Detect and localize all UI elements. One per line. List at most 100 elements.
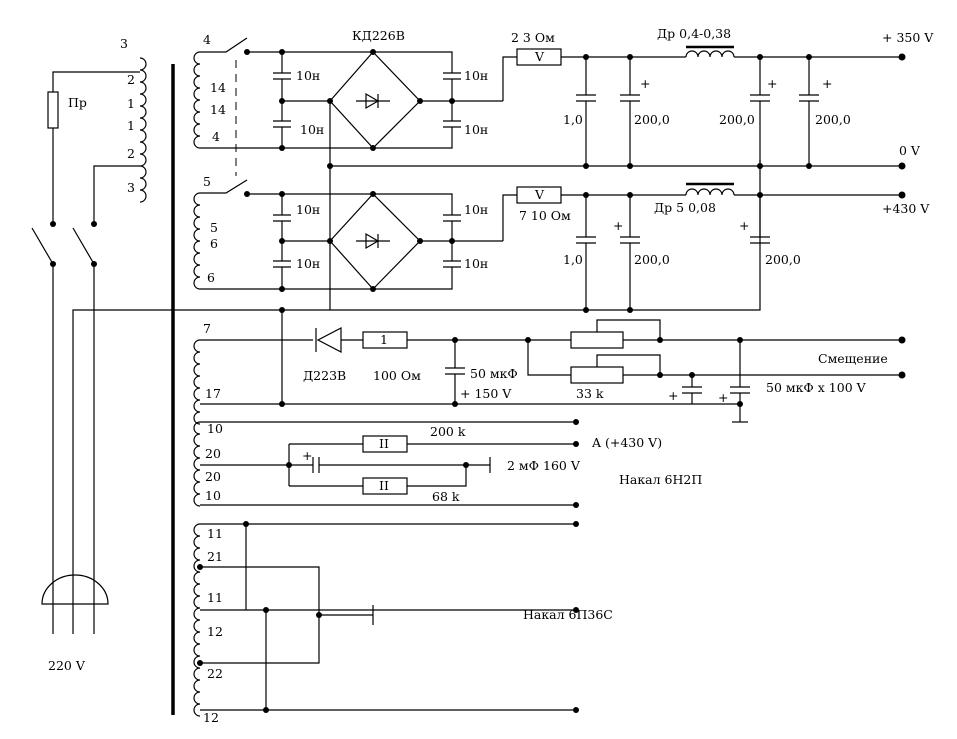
winding-label: 5 [203, 174, 211, 189]
resistor-label: 200 k [430, 424, 466, 439]
heater-label: Накал 6Н2П [619, 472, 702, 487]
cap-value: 1,0 [563, 112, 583, 127]
svg-text:+: + [613, 218, 623, 233]
winding-label: 6 [210, 236, 218, 251]
svg-text:+: + [640, 76, 650, 91]
output-430v: +430 V [882, 201, 930, 216]
svg-text:+: + [767, 76, 777, 91]
winding-label: 12 [203, 710, 219, 725]
cap-label: 10н [464, 122, 488, 137]
winding-label: 7 [203, 321, 211, 336]
bias-winding [193, 339, 201, 425]
mains-switch-2 [72, 227, 95, 265]
cap-value: 200,0 [634, 112, 670, 127]
cap-label: 50 мкФ х 100 V [766, 380, 867, 395]
heater-6n2p: + 10 20 20 10 II 200 k A (+430 V) 2 мФ 1… [193, 419, 702, 508]
heater-winding-2 [193, 523, 201, 717]
resistor-label: 100 Ом [373, 368, 421, 383]
resistor-mark: V [534, 187, 545, 202]
output-0v: 0 V [899, 143, 921, 158]
bridge-label: КД226В [352, 28, 405, 43]
bias-circuit: + + 7 17 Д223В 1 100 Ом 50 мкФ + 150 V 3… [193, 163, 906, 425]
primary-winding [139, 57, 147, 203]
resistor-label: 7 10 Ом [519, 208, 571, 223]
cap-label: 10н [300, 122, 324, 137]
winding-label: 14 [210, 80, 226, 95]
cap-polarity: + 150 V [460, 386, 512, 401]
rectifier-430v: + + 5 5 6 6 10н 10н 10н 10н V 7 10 Ом 1,… [193, 174, 930, 313]
svg-text:+: + [718, 390, 728, 405]
fuse [47, 91, 59, 129]
pot-label: 33 k [576, 386, 604, 401]
secondary-winding-1 [193, 51, 201, 149]
tap-label: 1 [127, 96, 135, 111]
winding-label: 10 [205, 488, 221, 503]
resistor-label: 2 3 Ом [511, 30, 555, 45]
cap-value: 200,0 [634, 252, 670, 267]
winding-label: 21 [207, 549, 223, 564]
winding-label: 4 [203, 32, 211, 47]
resistor-mark: V [534, 49, 545, 64]
winding-label: 12 [207, 624, 223, 639]
tap-label: 3 [120, 36, 128, 51]
cap-label: 10н [296, 202, 320, 217]
cap-label: 50 мкФ [470, 366, 518, 381]
svg-text:+: + [668, 388, 678, 403]
winding-label: 11 [207, 526, 223, 541]
cap-label: 2 мФ 160 V [507, 458, 581, 473]
potentiometer-1 [570, 331, 624, 349]
svg-text:+: + [739, 218, 749, 233]
mains-plug [41, 574, 109, 605]
bias-output-label: Смещение [818, 351, 888, 366]
winding-label: 11 [207, 590, 223, 605]
primary-circuit: 3 2 1 1 2 3 Пр 220 V [31, 36, 761, 715]
winding-label: 4 [212, 129, 220, 144]
resistor-mark: II [379, 478, 389, 493]
winding-label: 10 [207, 421, 223, 436]
tap-label: 2 [127, 146, 135, 161]
choke-label: Др 0,4-0,38 [657, 26, 731, 41]
diode-label: Д223В [303, 368, 346, 383]
potentiometer-2 [570, 366, 624, 384]
cap-value: 200,0 [765, 252, 801, 267]
winding-label: 14 [210, 102, 226, 117]
mains-voltage: 220 V [48, 658, 86, 673]
svg-text:+: + [822, 76, 832, 91]
cap-value: 1,0 [563, 252, 583, 267]
winding-label: 17 [205, 386, 221, 401]
winding-label: 20 [205, 469, 221, 484]
choke-1 [685, 50, 735, 58]
fuse-label: Пр [68, 95, 87, 110]
winding-label: 22 [207, 666, 223, 681]
anode-label: A (+430 V) [591, 435, 662, 450]
resistor-mark: II [379, 436, 389, 451]
cap-label: 10н [464, 68, 488, 83]
choke-2 [685, 188, 735, 196]
winding-label: 20 [205, 446, 221, 461]
resistor-mark: 1 [380, 332, 388, 347]
tap-label: 1 [127, 118, 135, 133]
tap-label: 3 [127, 180, 135, 195]
cap-label: 10н [296, 68, 320, 83]
winding-label: 5 [210, 220, 218, 235]
mains-switch-1 [31, 227, 54, 265]
bias-diode [316, 327, 342, 353]
cap-value: 200,0 [719, 112, 755, 127]
cap-label: 10н [464, 256, 488, 271]
cap-value: 200,0 [815, 112, 851, 127]
svg-text:+: + [302, 448, 312, 463]
heater-label: Накал 6П36С [523, 607, 613, 622]
tap-label: 2 [127, 72, 135, 87]
heater-6p36s: 11 21 11 12 22 12 Накал 6П36С [193, 521, 613, 725]
bridge-rectifier-1 [329, 51, 421, 149]
output-350v: + 350 V [882, 30, 934, 45]
choke-label: Др 5 0,08 [654, 200, 716, 215]
heater-winding-1 [193, 421, 201, 507]
cap-label: 10н [464, 202, 488, 217]
winding-label: 6 [207, 270, 215, 285]
secondary-winding-2 [193, 192, 201, 290]
resistor-label: 68 k [432, 489, 460, 504]
rectifier-350v: + + + 4 14 14 4 КД226В 10н 10н 10н 10н 2… [193, 26, 934, 176]
cap-label: 10н [296, 256, 320, 271]
